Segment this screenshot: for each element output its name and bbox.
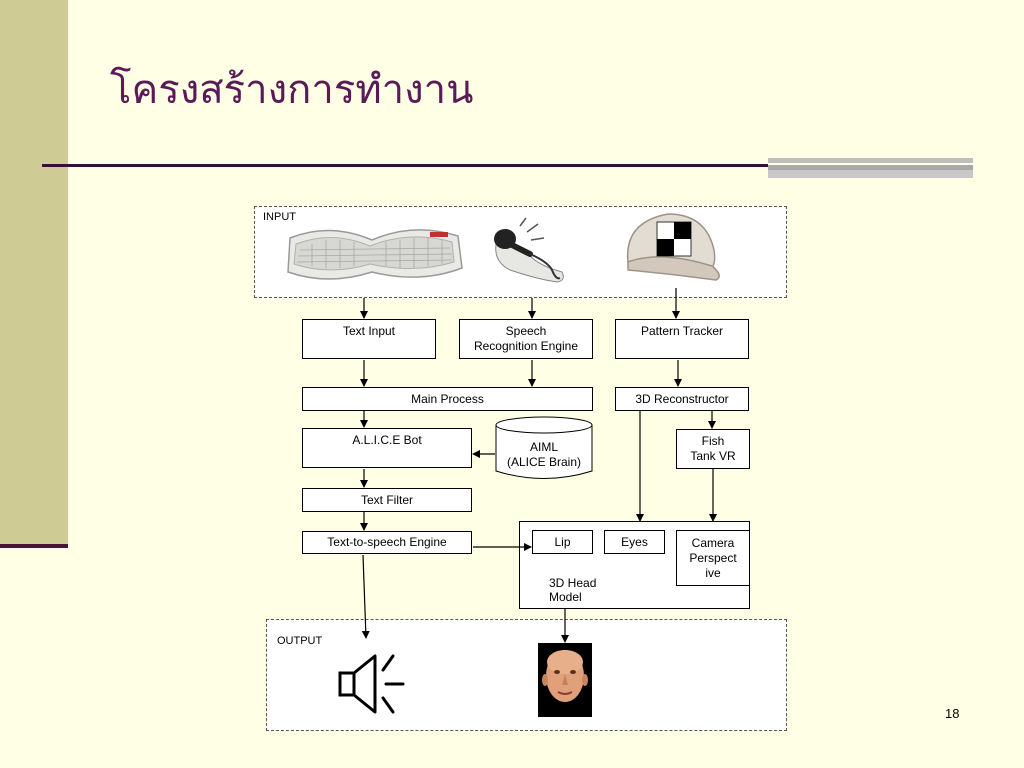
fish-tank-vr-box: Fish Tank VR [676, 429, 750, 469]
microphone-icon [494, 217, 564, 283]
output-group-label: OUTPUT [277, 635, 323, 647]
left-sidebar-underline [0, 544, 68, 548]
lip-box: Lip [532, 530, 593, 554]
eyes-box: Eyes [604, 530, 665, 554]
marker-cap-icon [626, 213, 720, 281]
alice-bot-box: A.L.I.C.E Bot [302, 428, 472, 468]
text-input-box: Text Input [302, 319, 436, 359]
aiml-label: AIML (ALICE Brain) [506, 440, 582, 469]
speech-recognition-box: Speech Recognition Engine [459, 319, 593, 359]
left-sidebar-band [0, 0, 68, 548]
speaker-icon [338, 654, 405, 714]
title-rule [42, 164, 773, 167]
pattern-tracker-box: Pattern Tracker [615, 319, 749, 359]
arrow-tts-to-speaker [361, 554, 370, 639]
keyboard-icon [287, 229, 463, 280]
camera-perspective-box: Camera Perspect ive [676, 530, 750, 586]
page-number: 18 [945, 706, 960, 721]
tts-engine-box: Text-to-speech Engine [302, 531, 472, 554]
main-process-box: Main Process [302, 387, 593, 411]
input-group-label: INPUT [263, 211, 296, 222]
slide-title: โครงสร้างการทำงาน [110, 67, 474, 113]
3d-reconstructor-box: 3D Reconstructor [615, 387, 749, 411]
3d-face-icon [538, 643, 592, 717]
3d-head-model-label: 3D Head Model [549, 576, 597, 605]
title-rule-accent [768, 158, 973, 178]
text-filter-box: Text Filter [302, 488, 472, 512]
